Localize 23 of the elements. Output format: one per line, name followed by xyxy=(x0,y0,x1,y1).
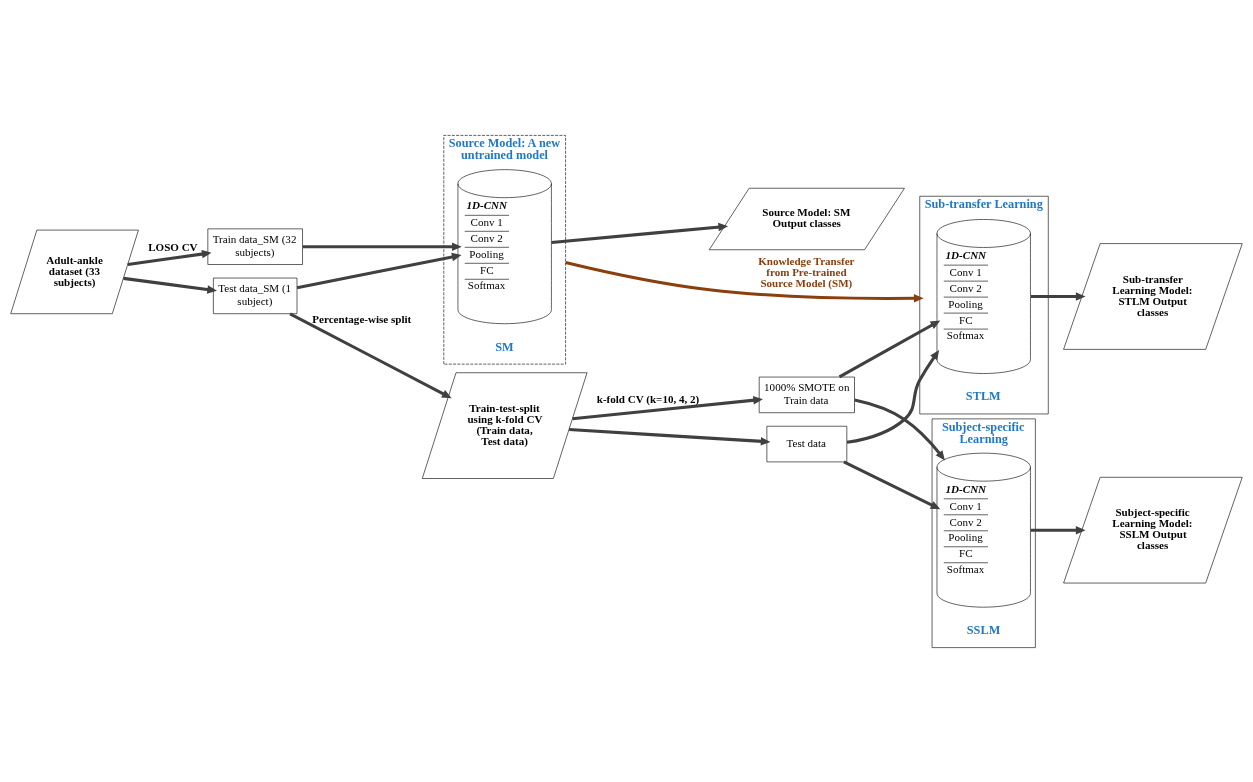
arrow xyxy=(127,249,212,266)
arrow xyxy=(572,395,763,420)
node-box: Test data_SM (1 subject) xyxy=(213,277,298,314)
edge-label: Knowledge Transfer from Pre-trained Source Model (SM) xyxy=(758,254,855,289)
arrow xyxy=(838,320,941,378)
arrow xyxy=(843,460,941,509)
arrow xyxy=(296,252,462,289)
arrow xyxy=(551,222,729,244)
node-box: Train data_SM (32 subjects) xyxy=(207,228,303,265)
arrow xyxy=(565,260,924,302)
edge-label: k-fold CV (k=10, 4, 2) xyxy=(596,392,700,405)
arrow xyxy=(302,241,462,251)
node-box: Test data xyxy=(766,425,848,462)
arrow xyxy=(854,398,945,460)
arrow xyxy=(846,349,940,444)
arrow xyxy=(123,276,217,294)
node-box: 1000% SMOTE on Train data xyxy=(758,376,855,413)
arrow xyxy=(289,311,452,398)
edge-label: Percentage-wise split xyxy=(312,312,412,325)
arrow xyxy=(1030,291,1086,301)
edge-label: LOSO CV xyxy=(148,240,198,253)
arrow xyxy=(1030,525,1086,534)
arrow xyxy=(569,427,771,446)
